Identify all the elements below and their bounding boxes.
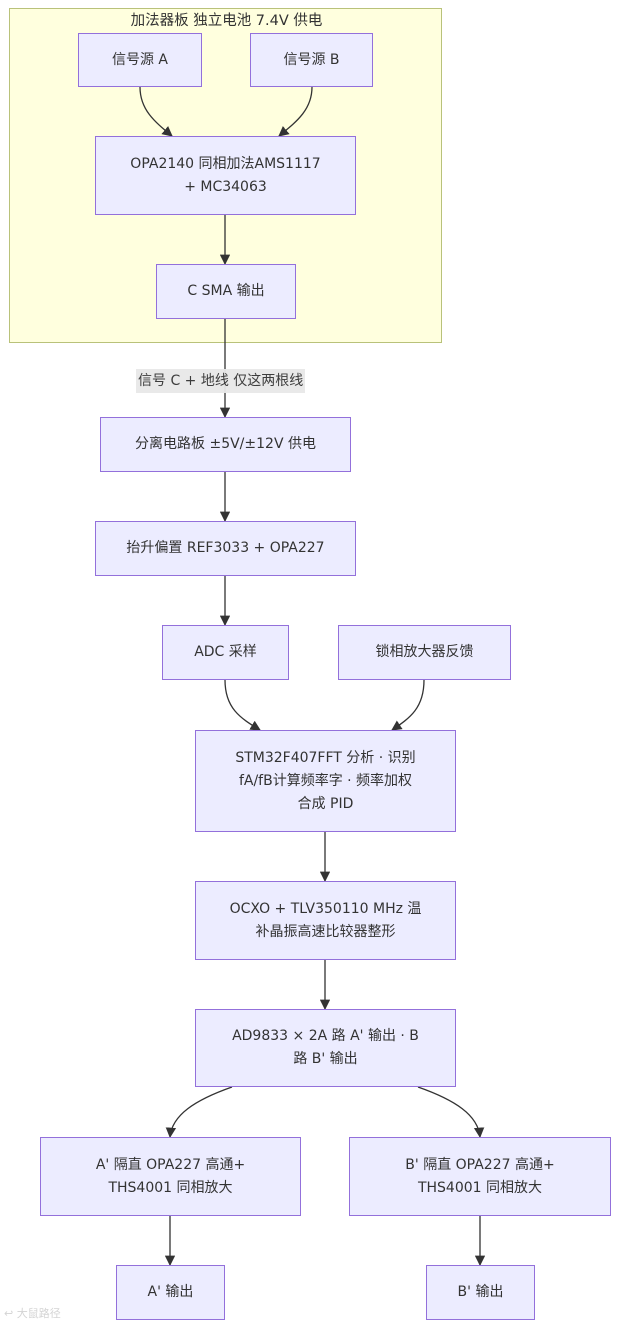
node-label: 分离电路板 ±5V/±12V 供电: [135, 436, 316, 452]
group-title: 加法器板 独立电池 7.4V 供电: [130, 13, 323, 29]
watermark-icon: ↩: [4, 1307, 14, 1320]
node-label-line: THS4001 同相放大: [417, 1179, 543, 1196]
node-label-line: AD9833 × 2A 路 A' 输出 · B: [232, 1028, 419, 1044]
node-label-line: STM32F407FFT 分析 · 识别: [235, 749, 416, 766]
node-label-line: + MC34063: [184, 178, 267, 195]
edge-src-a-to-adder: [139, 86, 173, 137]
node-amp-a: A' 隔直 OPA227 高通+ THS4001 同相放大: [40, 1137, 301, 1216]
watermark-text: 大鼠路径: [16, 1307, 61, 1320]
node-adder: OPA2140 同相加法AMS1117 + MC34063: [95, 136, 356, 215]
node-mcu: STM32F407FFT 分析 · 识别 fA/fB计算频率字 · 频率加权 合…: [195, 730, 456, 832]
node-separator-board: 分离电路板 ±5V/±12V 供电: [100, 417, 351, 472]
node-output-b: B' 输出: [426, 1265, 535, 1320]
node-signal-source-b: 信号源 B: [250, 33, 373, 87]
node-label-line: A' 隔直 OPA227 高通+: [95, 1156, 246, 1173]
node-label: ADC 采样: [194, 644, 257, 660]
node-label-line: fA/fB计算频率字 · 频率加权: [238, 772, 413, 789]
edge-adc-to-mcu: [224, 679, 261, 731]
edge-dds-to-amp-b: [417, 1086, 485, 1139]
node-signal-source-a: 信号源 A: [78, 33, 202, 87]
node-output-a: A' 输出: [116, 1265, 225, 1320]
node-label-line: 补晶振高速比较器整形: [255, 923, 396, 940]
node-label-line: 合成 PID: [297, 795, 354, 812]
watermark: ↩ 大鼠路径: [4, 1306, 61, 1322]
node-label-line: OPA2140 同相加法AMS1117: [130, 155, 321, 172]
edge-dds-to-amp-a: [165, 1086, 233, 1139]
node-adc: ADC 采样: [162, 625, 289, 680]
node-label: C SMA 输出: [187, 283, 265, 299]
node-bias: 抬升偏置 REF3033 + OPA227: [95, 521, 356, 576]
node-amp-b: B' 隔直 OPA227 高通+ THS4001 同相放大: [349, 1137, 611, 1216]
node-label: A' 输出: [147, 1284, 194, 1300]
node-ocxo: OCXO + TLV350110 MHz 温 补晶振高速比较器整形: [195, 881, 456, 960]
edge-lockin-to-mcu: [391, 679, 425, 731]
node-label: 锁相放大器反馈: [375, 644, 474, 660]
node-label-line: B' 隔直 OPA227 高通+: [405, 1156, 555, 1173]
node-label: 抬升偏置 REF3033 + OPA227: [126, 540, 325, 556]
node-sma-output: C SMA 输出: [156, 264, 296, 319]
node-label: 信号源 A: [111, 51, 169, 68]
node-label: 信号源 B: [283, 51, 340, 68]
edge-src-b-to-adder: [278, 86, 313, 137]
node-label-line: THS4001 同相放大: [108, 1179, 233, 1196]
edge-label-signal-c: 信号 C + 地线 仅这两根线: [136, 369, 306, 393]
node-dds: AD9833 × 2A 路 A' 输出 · B 路 B' 输出: [195, 1009, 456, 1087]
node-label: B' 输出: [457, 1284, 504, 1300]
node-label-line: 路 B' 输出: [293, 1051, 358, 1067]
node-lockin-feedback: 锁相放大器反馈: [338, 625, 511, 680]
node-label-line: OCXO + TLV350110 MHz 温: [229, 900, 422, 917]
